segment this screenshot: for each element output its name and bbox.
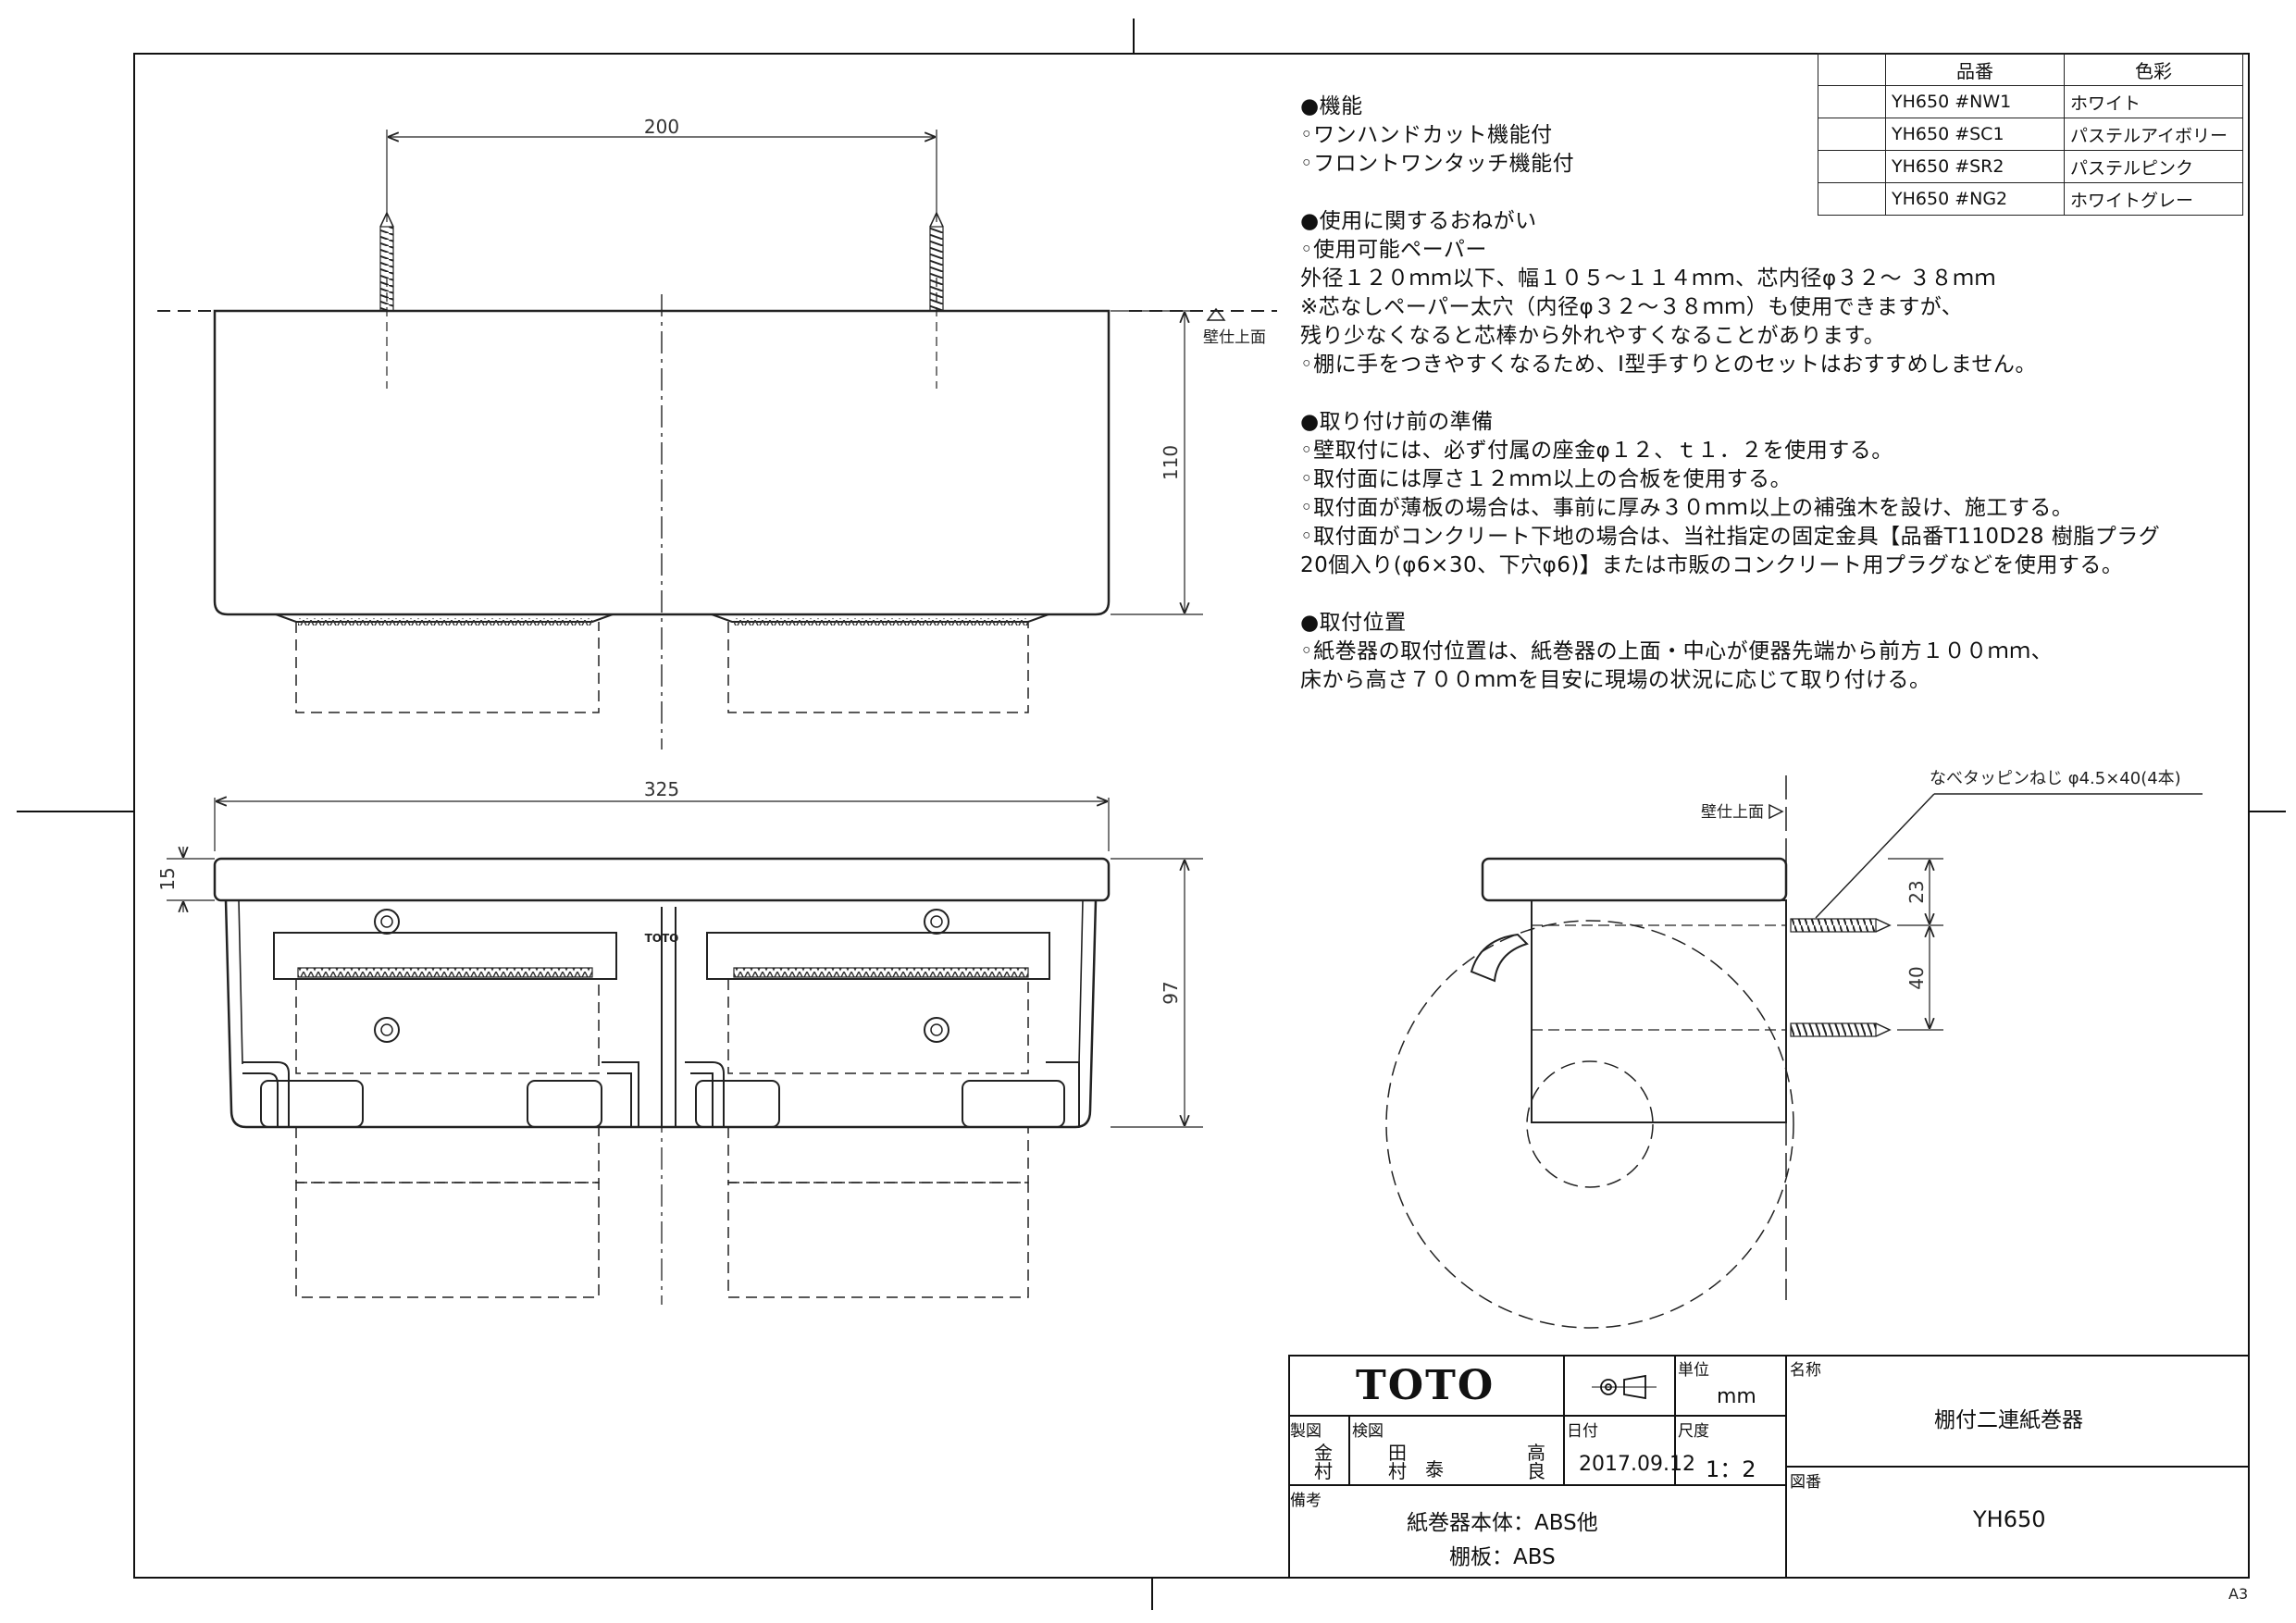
header-cell: 色彩 [2064,53,2243,86]
front-view [167,798,1203,1305]
note-heading: ●使用に関するおねがい [1300,209,1537,233]
color-name: パステルピンク [2064,150,2243,183]
note-line: ※芯なしペーパー太穴（内径φ３２～３８ｍｍ）も使用できますが、 [1300,295,1964,319]
note-line: 外径１２０ｍｍ以下、幅１０５～１１４ｍｍ、芯内径φ３２～ ３８ｍｍ [1300,266,1996,291]
remarks-label: 備考 [1290,1492,1322,1510]
note-line: 残り少なくなると芯棒から外れやすくなることがあります。 [1300,324,1886,348]
color-name: ホワイトグレー [2064,182,2243,216]
note-line: ◦棚に手をつきやすくなるため、I型手すりとのセットはおすすめしません。 [1300,353,2037,377]
parts-table: 品番 色彩 YH650 #NW1 ホワイト YH650 #SC1 パステルアイボ… [1818,53,2243,216]
note-line: ◦取付面には厚さ１２ｍｍ以上の合板を使用する。 [1300,467,1793,491]
unit-value: mm [1717,1385,1756,1408]
note-heading: ●機能 [1300,94,1363,118]
color-name: パステルアイボリー [2064,118,2243,151]
table-cell [1818,118,1886,151]
side-view [1385,775,2203,1329]
note-line: 床から高さ７００ｍｍを目安に現場の状況に応じて取り付ける。 [1300,668,1931,692]
date-label: 日付 [1567,1422,1598,1441]
drawn-by: 金 村 [1314,1442,1333,1482]
checked-by-2: 泰 [1425,1458,1444,1481]
table-row: YH650 #SC1 パステルアイボリー [1818,118,2243,151]
sheet-size: A3 [2228,1585,2248,1603]
name-label: 名称 [1790,1361,1821,1380]
notes-panel: ●機能 ◦ワンハンドカット機能付 ◦フロントワンタッチ機能付 ●使用に関するおね… [1300,93,2272,724]
table-row: YH650 #NW1 ホワイト [1818,85,2243,118]
scale-label: 尺度 [1678,1422,1709,1441]
top-view [157,130,1277,750]
note-section-function: ●機能 ◦ワンハンドカット機能付 ◦フロントワンタッチ機能付 [1300,93,2272,179]
dim-top-height: 110 [1160,445,1182,480]
date-value: 2017.09.12 [1579,1453,1695,1476]
dim-side-lower: 40 [1905,966,1928,989]
parts-table-header: 品番 色彩 [1818,53,2243,86]
company-logo: TOTO [1356,1362,1496,1409]
note-line: ◦ワンハンドカット機能付 [1300,123,1553,147]
note-line: ◦使用可能ペーパー [1300,238,1487,262]
dim-front-width: 325 [644,778,679,800]
table-row: YH650 #SR2 パステルピンク [1818,150,2243,183]
note-line: ◦フロントワンタッチ機能付 [1300,152,1575,176]
scale-value: 1：2 [1706,1456,1756,1482]
product-code: YH650 #SR2 [1885,150,2065,183]
dim-front-height: 97 [1160,981,1182,1004]
table-cell [1818,182,1886,216]
drawing-number: YH650 [1973,1506,2046,1532]
note-section-preparation: ●取り付け前の準備 ◦壁取付には、必ず付属の座金φ１２、ｔ１．２を使用する。 ◦… [1300,408,2272,580]
note-line: ◦取付面がコンクリート下地の場合は、当社指定の固定金具【品番T110D28 樹脂… [1300,525,2161,549]
product-code: YH650 #NW1 [1885,85,2065,118]
product-code: YH650 #NG2 [1885,182,2065,216]
brand-mark-front: TOTO [645,932,679,945]
sheet-frame [17,19,2286,1610]
dim-side-upper: 23 [1905,880,1928,903]
dim-top-width: 200 [644,116,679,138]
checked-by-1: 田 村 [1388,1442,1407,1482]
note-line: ◦壁取付には、必ず付属の座金φ１２、ｔ１．２を使用する。 [1300,439,1893,463]
note-line: ◦取付面が薄板の場合は、事前に厚み３０ｍｍ以上の補強木を設け、施工する。 [1300,496,2074,520]
unit-label: 単位 [1678,1361,1709,1380]
wall-surface-label-side: 壁仕上面 [1701,803,1764,822]
color-name: ホワイト [2064,85,2243,118]
table-cell [1818,150,1886,183]
note-line: 20個入り(φ6×30、下穴φ6)】または市販のコンクリート用プラグなどを使用す… [1300,553,2124,577]
header-cell [1818,53,1886,86]
wall-surface-label-top: 壁仕上面 [1203,328,1266,347]
title-block-frame [1288,1355,2250,1579]
remarks-line-2: 棚板：ABS [1449,1545,1556,1569]
note-line: ◦紙巻器の取付位置は、紙巻器の上面・中心が便器先端から前方１００ｍｍ、 [1300,639,2054,663]
note-section-usage: ●使用に関するおねがい ◦使用可能ペーパー 外径１２０ｍｍ以下、幅１０５～１１４… [1300,207,2272,379]
dim-front-shelf: 15 [156,867,179,890]
note-heading: ●取付位置 [1300,611,1407,635]
table-cell [1818,85,1886,118]
drawn-label: 製図 [1290,1422,1322,1441]
remarks-line-1: 紙巻器本体：ABS他 [1407,1511,1598,1535]
checked-by-3: 高 良 [1527,1442,1545,1482]
checked-label: 検図 [1352,1422,1384,1441]
header-cell: 品番 [1885,53,2065,86]
screw-note: なべタッピンねじ φ4.5×40(4本) [1930,769,2181,788]
product-name: 棚付二連紙巻器 [1934,1408,2083,1432]
note-section-position: ●取付位置 ◦紙巻器の取付位置は、紙巻器の上面・中心が便器先端から前方１００ｍｍ… [1300,609,2272,695]
drawing-number-label: 図番 [1790,1473,1821,1492]
product-code: YH650 #SC1 [1885,118,2065,151]
note-heading: ●取り付け前の準備 [1300,410,1494,434]
table-row: YH650 #NG2 ホワイトグレー [1818,182,2243,216]
projection-symbol-icon [1592,1374,1657,1400]
